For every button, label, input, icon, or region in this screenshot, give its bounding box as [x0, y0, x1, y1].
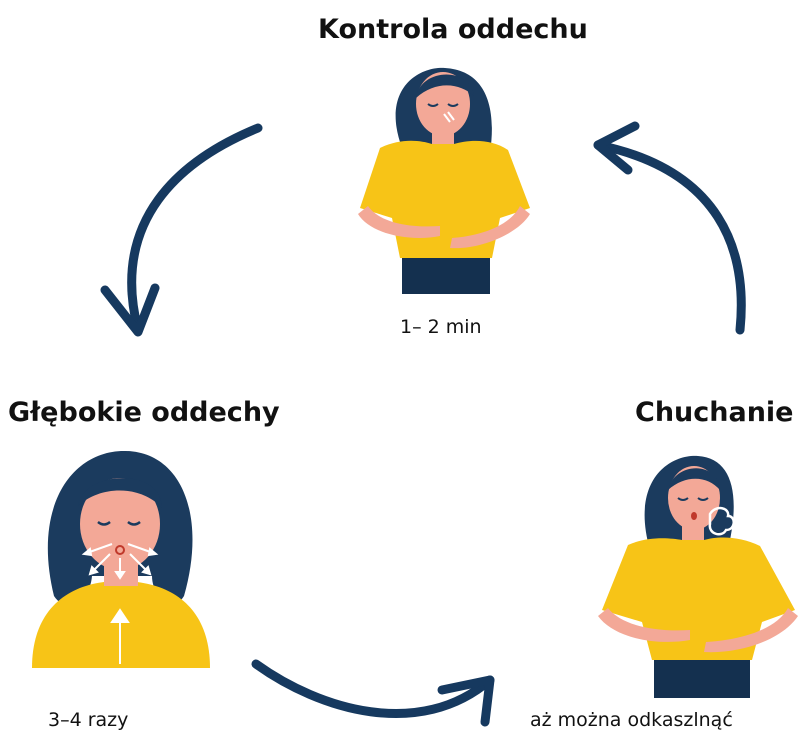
breathing-figure-icon [340, 58, 540, 303]
cycle-arrow-icon [598, 126, 741, 330]
deep-breath-figure-icon [32, 446, 212, 668]
cycle-arrow-icon [105, 128, 258, 332]
huffing-figure-icon [590, 450, 805, 700]
cycle-arrow-icon [256, 664, 490, 722]
